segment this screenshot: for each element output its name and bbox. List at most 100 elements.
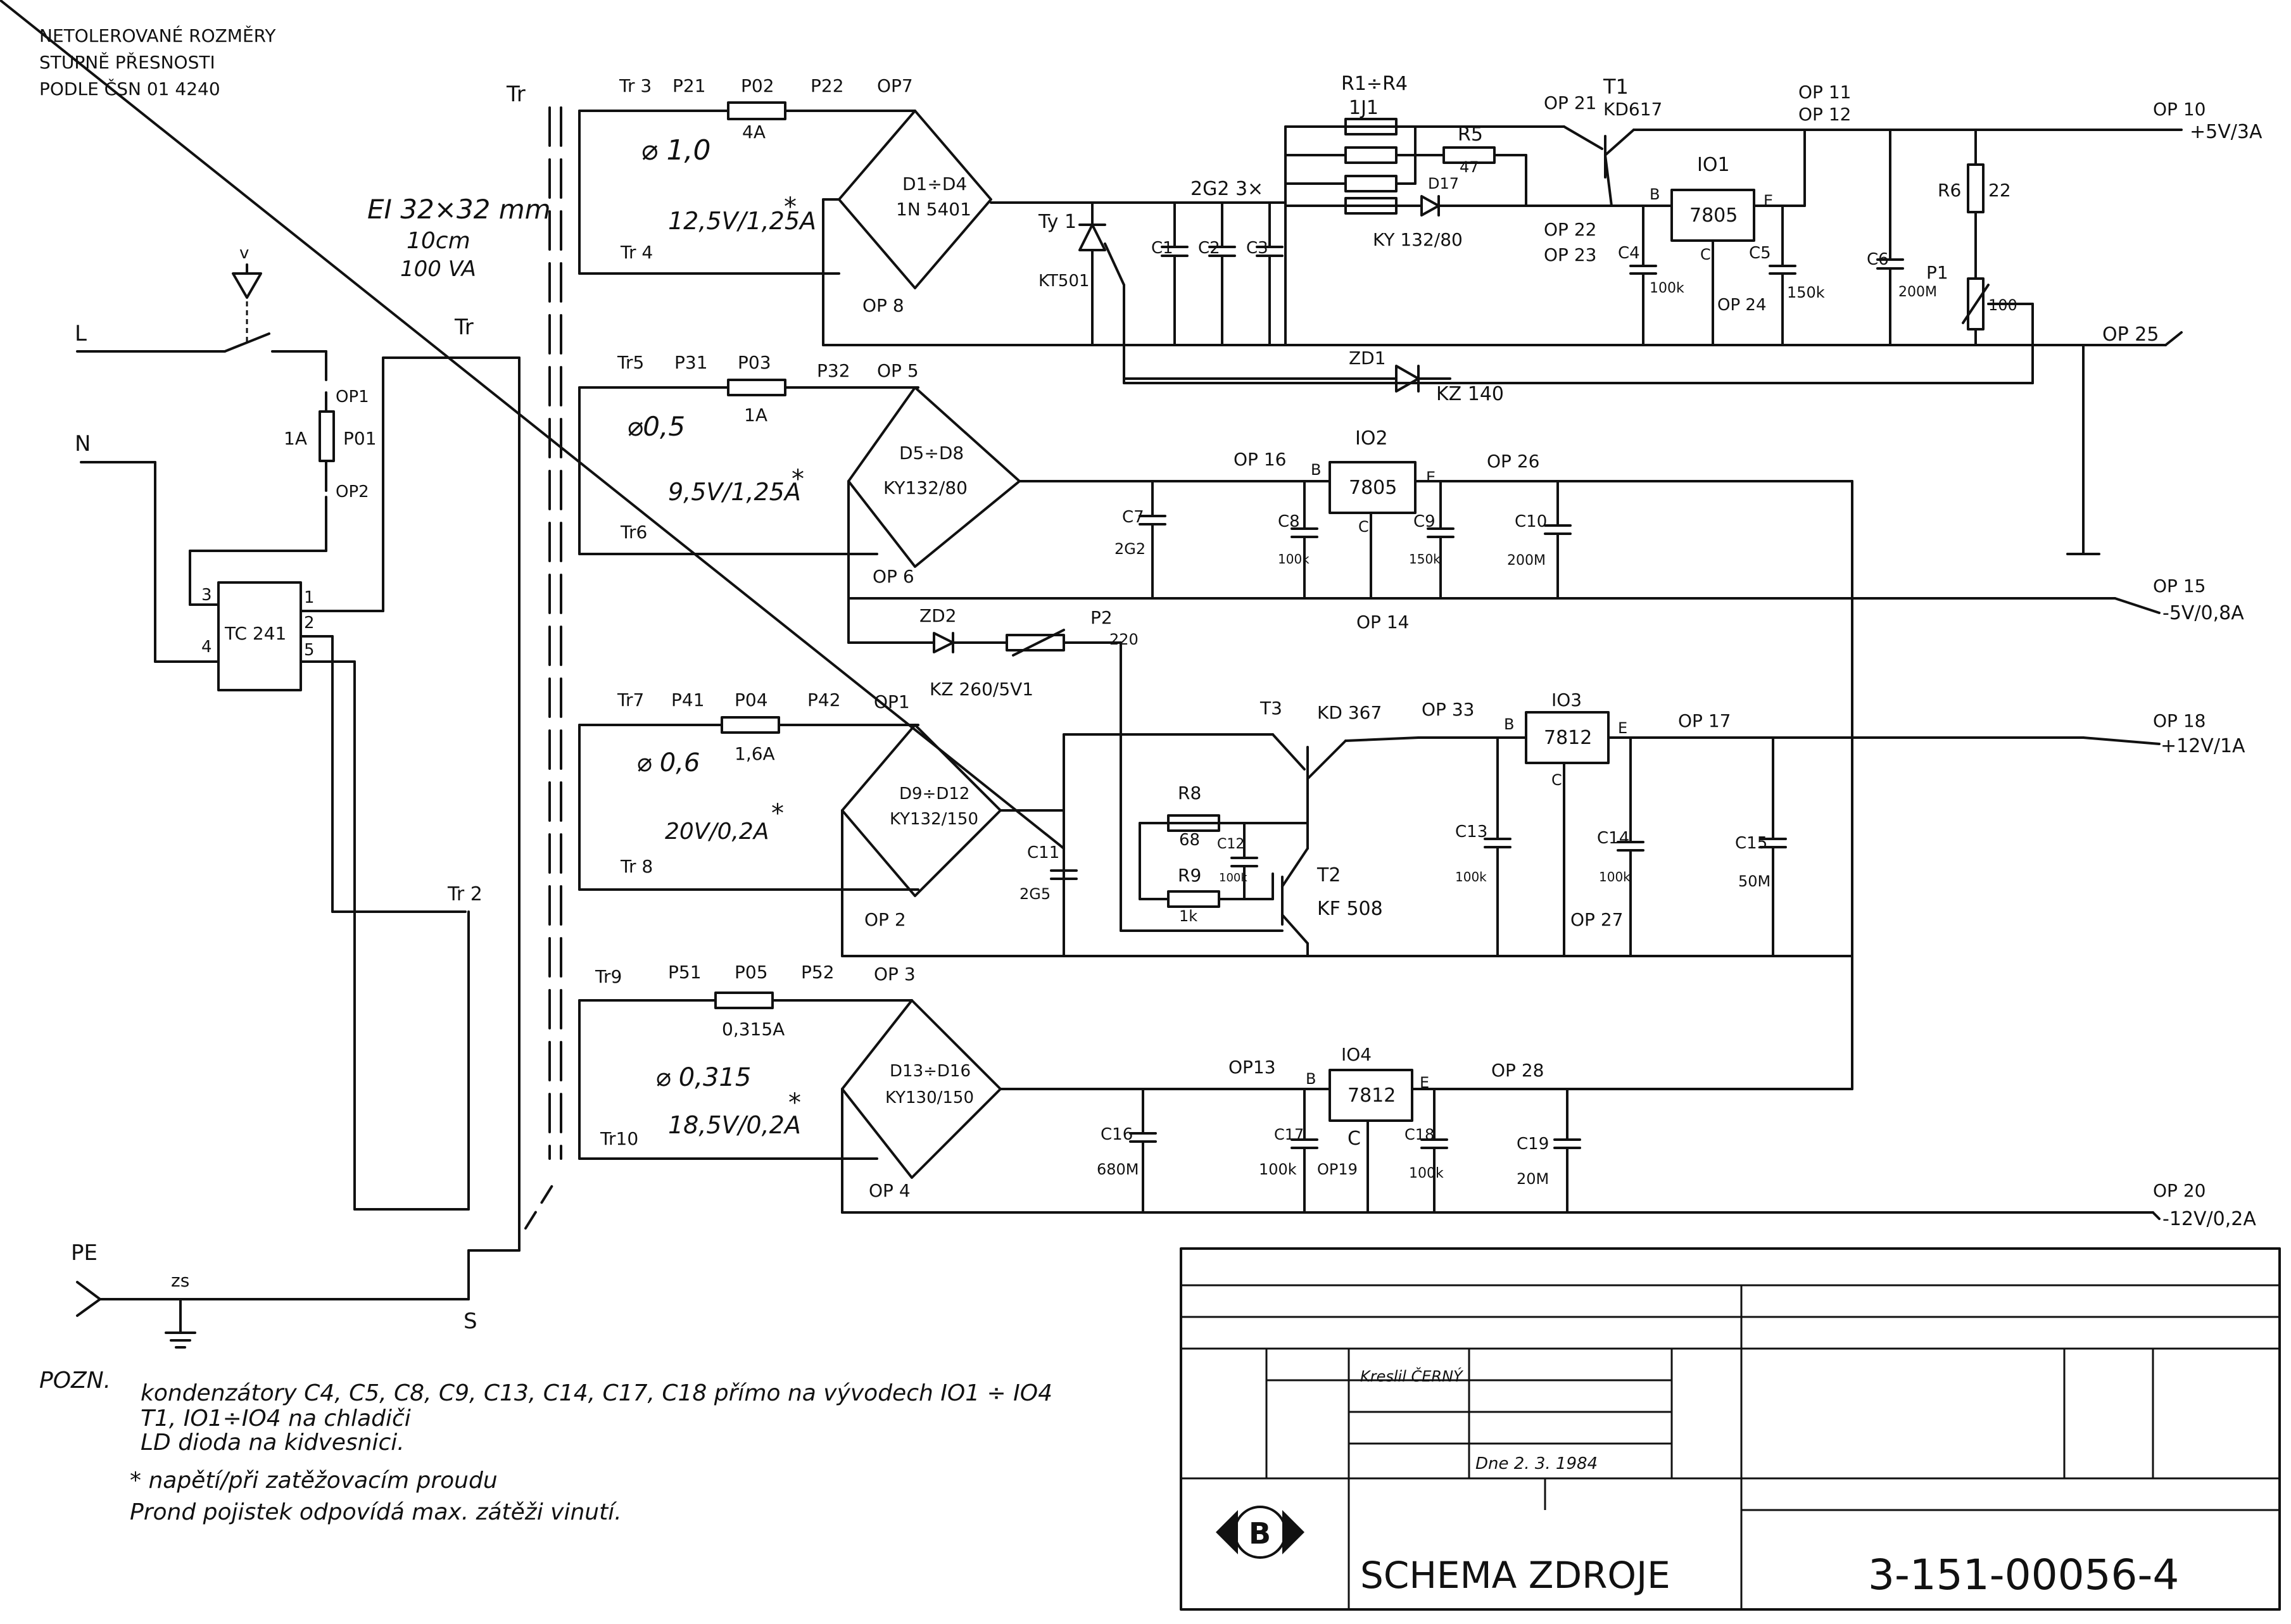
- branch4-c-label: C: [1347, 1128, 1361, 1150]
- bridge-d9-d12: [841, 724, 1002, 897]
- branch2-b-label: B: [1311, 461, 1321, 479]
- branch1-p_a-label: P21: [672, 75, 706, 96]
- branch3-p_a-label: P41: [671, 689, 705, 710]
- branch3-t2-label: T2: [1316, 864, 1341, 886]
- bridge-d13-d16: [841, 999, 1002, 1179]
- branch-minus12v: Tr9 P51 P05 0,315A P52 OP 3 ⌀ 0,315 Tr10…: [578, 955, 2256, 1230]
- drawing-number: 3-151-00056-4: [1868, 1551, 2179, 1599]
- branch2-p_a-label: P31: [674, 352, 708, 373]
- notes-line-3: LD dioda na kidvesnici.: [141, 1430, 405, 1456]
- branch1-op11-label: OP 11: [1798, 82, 1851, 103]
- mains-pins-0-label: 1: [304, 588, 315, 607]
- notes-line-4: * napětí/při zatěžovacím proudu: [130, 1468, 498, 1494]
- company-logo: B: [1216, 1506, 1304, 1559]
- branch4-op_in-label: OP 3: [874, 964, 916, 985]
- ic-io2: [1329, 461, 1417, 514]
- branch2-p2-label: P2: [1090, 607, 1113, 628]
- branch2-c8-label: C8: [1278, 512, 1300, 531]
- branch2-wire-label: ⌀0,5: [627, 411, 685, 442]
- branch2-op_bottom-label: OP 6: [873, 566, 914, 587]
- branch1-out-label: +5V/3A: [2190, 121, 2263, 143]
- branch1-zd1_type-label: KZ 140: [1436, 383, 1504, 405]
- branch1-wire-label: ⌀ 1,0: [641, 134, 710, 167]
- branch1-op23-label: OP 23: [1544, 244, 1596, 265]
- branch4-fuse_value-label: 0,315A: [722, 1019, 785, 1040]
- branch2-c8_value-label: 100k: [1278, 551, 1310, 567]
- title-date: Dne 2. 3. 1984: [1475, 1454, 1598, 1473]
- notes: POZN. kondenzátory C4, C5, C8, C9, C13, …: [39, 1368, 1052, 1525]
- branch3-r8_value-label: 68: [1179, 831, 1200, 850]
- branch1-c6_value-label: 200M: [1898, 284, 1937, 300]
- branch3-voltage-label: 20V/0,2A: [665, 819, 769, 845]
- branch2-p_b-label: P32: [817, 360, 850, 381]
- mains-pins-2-label: 3: [201, 586, 212, 605]
- branch2-bridge-label: D5÷D8: [899, 443, 964, 463]
- mains-op1: OP1: [336, 387, 369, 406]
- branch1-r1r4-label: R1÷R4: [1341, 73, 1408, 95]
- branch1-op10-label: OP 10: [2153, 99, 2206, 120]
- branch3-bridge_type-label: KY132/150: [890, 810, 978, 829]
- svg-text:B: B: [1249, 1516, 1271, 1551]
- branch1-op_in-label: OP7: [877, 75, 913, 96]
- branch4-c16-label: C16: [1101, 1125, 1133, 1144]
- transformer-length: 10cm: [407, 228, 470, 254]
- branch1-voltage-label: 12,5V/1,25A: [668, 207, 816, 235]
- branch3-star-label: *: [771, 799, 784, 828]
- branch1-zd1-label: ZD1: [1349, 348, 1386, 368]
- notes-label: POZN.: [39, 1368, 111, 1394]
- branch1-thyristor-label: Ty 1: [1038, 211, 1076, 233]
- branch3-op_bottom-label: OP 2: [864, 909, 906, 930]
- branch3-c14_value-label: 100k: [1599, 869, 1631, 884]
- branch1-t1_type-label: KD617: [1603, 99, 1662, 120]
- branch4-voltage-label: 18,5V/0,2A: [668, 1111, 801, 1139]
- branch3-wire-label: ⌀ 0,6: [636, 748, 700, 777]
- branch3-op17-label: OP 17: [1678, 710, 1731, 731]
- branch3-op18-label: OP 18: [2153, 710, 2206, 731]
- branch4-e-label: E: [1420, 1074, 1429, 1092]
- branch2-bridge_type-label: KY132/80: [883, 477, 968, 498]
- branch2-op26-label: OP 26: [1487, 451, 1539, 472]
- branch4-op13-label: OP13: [1228, 1057, 1276, 1078]
- branch1-c-label: C: [1700, 246, 1711, 263]
- branch1-r1r4_value-label: 1J1: [1349, 97, 1379, 119]
- branch2-fuse_value-label: 1A: [744, 405, 767, 425]
- mains-pins-1-label: 2: [304, 614, 315, 633]
- bridge-d5-d8: [847, 386, 1021, 568]
- title-drawn-by: Kreslil ČERNÝ: [1360, 1366, 1464, 1385]
- branch4-op20-label: OP 20: [2153, 1180, 2206, 1201]
- branch4-b-label: B: [1306, 1070, 1316, 1088]
- fuse-p02: [727, 101, 786, 120]
- branch1-bridge-label: D1÷D4: [902, 173, 967, 194]
- branch1-p_b-label: P22: [811, 75, 844, 96]
- branch4-fuse-label: P05: [735, 962, 768, 983]
- mains-n: N: [75, 431, 91, 456]
- branch2-zd2_type-label: KZ 260/5V1: [930, 679, 1033, 700]
- branch1-t1-label: T1: [1603, 75, 1629, 99]
- branch4-out-label: -12V/0,2A: [2162, 1208, 2256, 1230]
- branch4-bridge_type-label: KY130/150: [885, 1088, 974, 1107]
- branch3-tr_a-label: Tr7: [617, 689, 644, 710]
- branch1-c4_value-label: 100k: [1650, 280, 1684, 296]
- branch1-op22-label: OP 22: [1544, 219, 1596, 240]
- mains-pins-3-label: 4: [201, 638, 212, 657]
- branch4-wire-label: ⌀ 0,315: [655, 1063, 751, 1092]
- branch3-c-label: C: [1551, 771, 1562, 789]
- mains-fuse-value: 1A: [284, 428, 307, 449]
- branch3-p_b-label: P42: [807, 689, 841, 710]
- branch3-c11-label: C11: [1027, 843, 1059, 862]
- notes-line-1: kondenzátory C4, C5, C8, C9, C13, C14, C…: [141, 1380, 1052, 1406]
- mains-input: L N v OP1 P01 1A OP2 TC 241 1 2 3 4 5: [71, 244, 521, 1349]
- branch1-op_bottom-label: OP 8: [862, 295, 904, 316]
- tolerance-line-2: STUPNĚ PŘESNOSTI: [39, 51, 215, 73]
- branch-plus12v: Tr7 P41 P04 1,6A P42 OP1 ⌀ 0,6 Tr 8 20V/…: [0, 0, 2245, 957]
- fuse-p01: [319, 410, 335, 462]
- branch1-d17-label: D17: [1428, 175, 1459, 192]
- branch2-c9-label: C9: [1413, 512, 1436, 531]
- ic-io4: [1329, 1069, 1413, 1122]
- branch2-ic_type-label: 7805: [1349, 477, 1397, 499]
- branch1-c4-label: C4: [1618, 244, 1640, 263]
- transformer-label-top: Tr: [506, 82, 526, 107]
- branch3-fuse_value-label: 1,6A: [735, 743, 775, 764]
- branch4-c19_value-label: 20M: [1517, 1170, 1549, 1188]
- branch2-c9_value-label: 150k: [1409, 551, 1441, 567]
